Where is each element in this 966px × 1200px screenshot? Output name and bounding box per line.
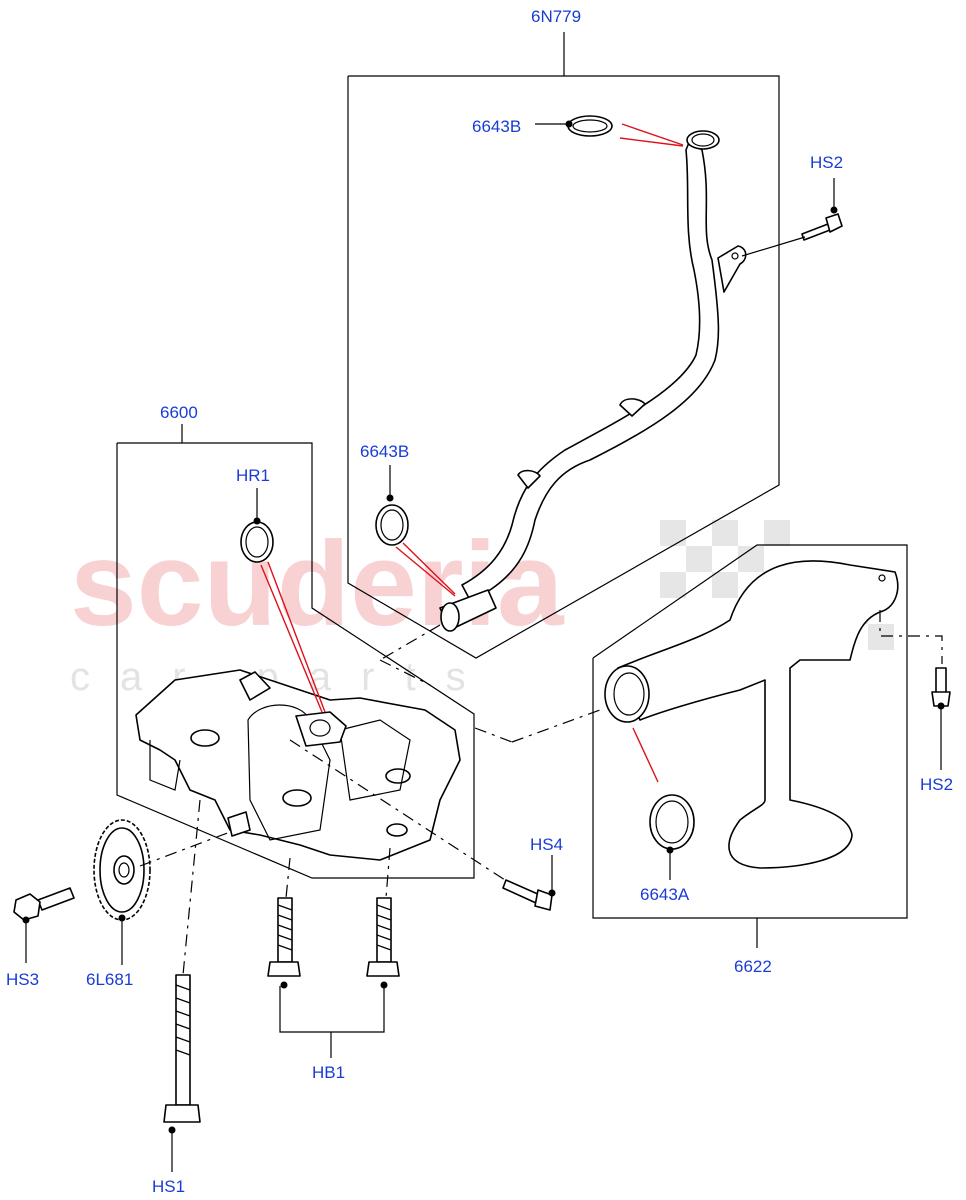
label-hs1: HS1 xyxy=(152,1177,185,1196)
oil-filler-tube-group: 6N779 6643B 6643B HS2 xyxy=(347,7,843,659)
label-6n779: 6N779 xyxy=(531,7,581,26)
label-hs3: HS3 xyxy=(6,970,39,989)
screw-hs2-right xyxy=(931,667,951,710)
tube-bracket-mid xyxy=(619,398,646,417)
bolt-hs1 xyxy=(163,974,201,1134)
label-hs2-top: HS2 xyxy=(810,153,843,172)
screw-hs4 xyxy=(502,879,541,904)
label-hb1: HB1 xyxy=(312,1063,345,1082)
screw-hs2-top xyxy=(801,223,831,241)
label-hs4: HS4 xyxy=(530,835,563,854)
tube-bracket-top xyxy=(717,245,747,293)
label-6l681: 6L681 xyxy=(86,970,133,989)
label-hs2-right: HS2 xyxy=(920,775,953,794)
label-6643b-lower: 6643B xyxy=(360,442,409,461)
label-6600: 6600 xyxy=(160,403,198,422)
screw-hs3 xyxy=(13,887,75,924)
pump-plug xyxy=(227,811,251,837)
oil-pump-group: 6600 HR1 HS4 xyxy=(6,403,563,1196)
bolt-hb1-right xyxy=(366,897,400,989)
oil-strainer-pickup xyxy=(617,560,899,869)
group-box-6600 xyxy=(116,442,475,879)
label-6622: 6622 xyxy=(734,957,772,976)
tube-bracket-low xyxy=(517,469,541,489)
label-6643b-top: 6643B xyxy=(472,117,521,136)
label-hr1: HR1 xyxy=(236,466,270,485)
seal-ring-top xyxy=(567,115,613,137)
drive-gear xyxy=(93,819,151,921)
group-box-6n779 xyxy=(347,75,780,659)
strainer-inlet xyxy=(604,665,650,723)
label-6643a: 6643A xyxy=(640,885,690,904)
pressure-sensor xyxy=(295,711,347,747)
strainer-group: 6622 6643A HS2 xyxy=(592,544,953,976)
group-box-6622 xyxy=(592,544,908,919)
bolt-hb1-left xyxy=(267,897,301,989)
